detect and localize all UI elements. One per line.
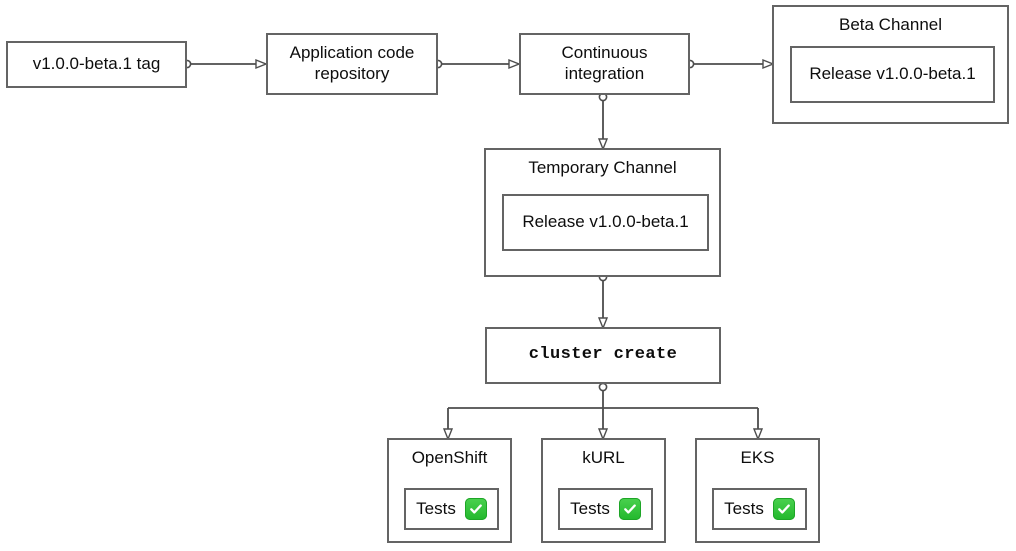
- openshift-title: OpenShift: [411, 448, 488, 467]
- temporary-channel-release-box[interactable]: Release v1.0.0-beta.1: [502, 194, 709, 251]
- temporary-channel-release-label: Release v1.0.0-beta.1: [522, 212, 689, 232]
- node-continuous-integration-label: Continuous integration: [561, 43, 647, 84]
- openshift-tests-row: Tests: [416, 498, 487, 520]
- eks-tests-label: Tests: [724, 498, 764, 518]
- repo-label-line2: repository: [314, 64, 390, 83]
- openshift-tests-label: Tests: [416, 498, 456, 518]
- eks-tests-row: Tests: [724, 498, 795, 520]
- node-tag[interactable]: v1.0.0-beta.1 tag: [6, 41, 187, 88]
- edge-tag-to-repo: [182, 60, 265, 67]
- edge-cluster-create-to-targets: [448, 382, 758, 438]
- edge-ci-to-temporary-channel: [599, 92, 606, 148]
- ci-label-line2: integration: [564, 64, 645, 83]
- check-mark-button-icon: [772, 498, 795, 520]
- temporary-channel-title: Temporary Channel: [528, 158, 677, 177]
- node-cluster-create-label: cluster create: [528, 345, 678, 365]
- edge-repo-to-ci: [433, 60, 518, 67]
- node-continuous-integration[interactable]: Continuous integration: [519, 33, 690, 95]
- ci-label-line1: Continuous: [561, 43, 648, 63]
- node-tag-label: v1.0.0-beta.1 tag: [32, 54, 161, 74]
- edge-temporary-channel-to-cluster-create: [599, 272, 606, 327]
- kurl-tests-row: Tests: [570, 498, 641, 520]
- node-openshift[interactable]: OpenShift Tests: [387, 438, 512, 543]
- node-cluster-create[interactable]: cluster create: [485, 327, 721, 384]
- edge-ci-to-beta-channel: [685, 60, 772, 67]
- kurl-tests-label: Tests: [570, 498, 610, 518]
- node-beta-channel[interactable]: Beta Channel Release v1.0.0-beta.1: [772, 5, 1009, 124]
- kurl-tests-box[interactable]: Tests: [558, 488, 653, 530]
- node-application-code-repository[interactable]: Application code repository: [266, 33, 438, 95]
- eks-tests-box[interactable]: Tests: [712, 488, 807, 530]
- node-temporary-channel[interactable]: Temporary Channel Release v1.0.0-beta.1: [484, 148, 721, 277]
- check-mark-button-icon: [464, 498, 487, 520]
- check-mark-button-icon: [618, 498, 641, 520]
- beta-channel-release-label: Release v1.0.0-beta.1: [809, 64, 976, 84]
- eks-title: EKS: [740, 448, 775, 467]
- node-kurl[interactable]: kURL Tests: [541, 438, 666, 543]
- kurl-title: kURL: [582, 448, 625, 467]
- repo-label-line1: Application code: [289, 43, 415, 63]
- node-eks[interactable]: EKS Tests: [695, 438, 820, 543]
- beta-channel-release-box[interactable]: Release v1.0.0-beta.1: [790, 46, 995, 103]
- node-application-code-repository-label: Application code repository: [290, 43, 415, 84]
- beta-channel-title: Beta Channel: [838, 15, 943, 34]
- openshift-tests-box[interactable]: Tests: [404, 488, 499, 530]
